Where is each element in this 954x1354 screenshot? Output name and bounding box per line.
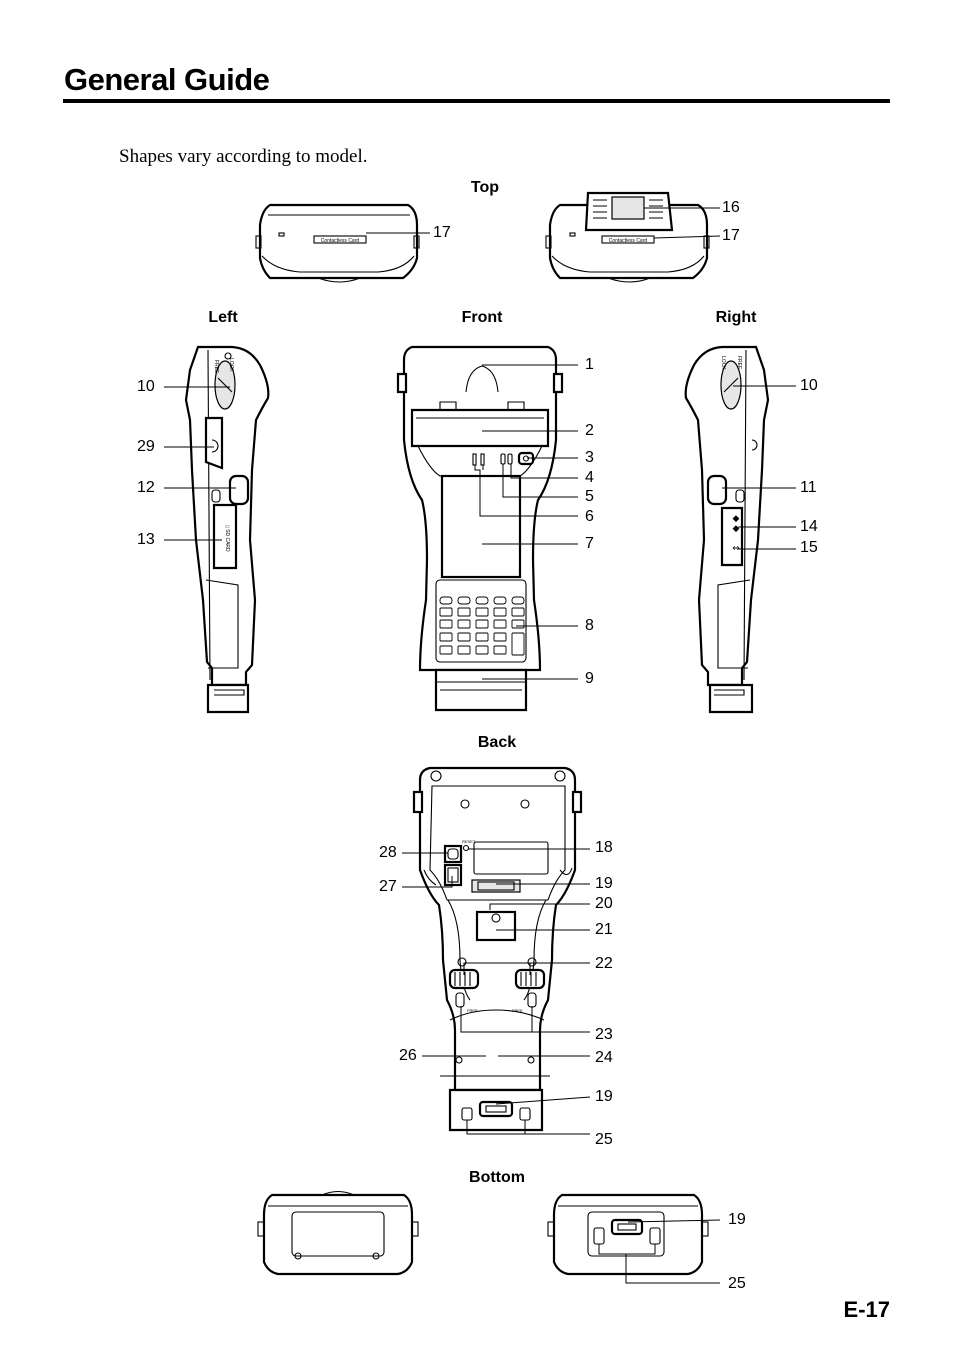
callout-top-17b: 17 bbox=[722, 227, 740, 244]
svg-text:▯ SD CARD: ▯ SD CARD bbox=[224, 525, 230, 552]
callout-top-16: 16 bbox=[722, 199, 740, 216]
left-side-view: FREE LOCK ▯ SD CARD bbox=[184, 345, 270, 714]
callout-front-3: 3 bbox=[585, 449, 594, 466]
callout-right-15: 15 bbox=[800, 539, 818, 556]
callout-back-26: 26 bbox=[399, 1047, 417, 1064]
callout-back-20: 20 bbox=[595, 895, 613, 912]
callout-back-27: 27 bbox=[379, 878, 397, 895]
free-marking-left: FREE bbox=[213, 360, 219, 374]
callout-front-2: 2 bbox=[585, 422, 594, 439]
callout-right-10: 10 bbox=[800, 377, 818, 394]
card-marking-top-left: Contactless Card bbox=[321, 238, 360, 244]
callout-back-23: 23 bbox=[595, 1026, 613, 1043]
callout-front-7: 7 bbox=[585, 535, 594, 552]
top-view-right: Contactless Card bbox=[545, 191, 710, 283]
lock-marking-left: LOCK bbox=[228, 358, 234, 372]
callout-bottom-19: 19 bbox=[728, 1211, 746, 1228]
top-view-left: Contactless Card bbox=[255, 203, 420, 283]
callout-back-19b: 19 bbox=[595, 1088, 613, 1105]
view-label-top: Top bbox=[470, 179, 500, 196]
callout-left-12: 12 bbox=[137, 479, 155, 496]
callout-front-6: 6 bbox=[585, 508, 594, 525]
callout-back-28: 28 bbox=[379, 844, 397, 861]
free-marking-back-right: FREE bbox=[512, 1008, 523, 1013]
free-marking-back-left: FREE bbox=[467, 1008, 478, 1013]
view-label-back: Back bbox=[477, 734, 517, 751]
front-view bbox=[396, 345, 564, 712]
callout-top-17: 17 bbox=[433, 224, 451, 241]
view-label-left: Left bbox=[208, 309, 238, 326]
bottom-view-left bbox=[257, 1190, 419, 1276]
view-label-right: Right bbox=[715, 309, 757, 326]
title-rule bbox=[63, 99, 890, 103]
bottom-view-right bbox=[547, 1193, 709, 1276]
page-number: E-17 bbox=[843, 1297, 890, 1322]
callout-front-5: 5 bbox=[585, 488, 594, 505]
callout-front-9: 9 bbox=[585, 670, 594, 687]
callout-back-25: 25 bbox=[595, 1131, 613, 1148]
reset-marking: RESET bbox=[462, 839, 476, 844]
callout-back-19: 19 bbox=[595, 875, 613, 892]
view-label-bottom: Bottom bbox=[469, 1169, 525, 1186]
svg-text:◆: ◆ bbox=[733, 514, 740, 524]
view-label-front: Front bbox=[461, 309, 503, 326]
callout-right-11: 11 bbox=[800, 479, 817, 496]
svg-text:⇔: ⇔ bbox=[732, 544, 740, 554]
callout-back-22: 22 bbox=[595, 955, 613, 972]
callout-left-13: 13 bbox=[137, 531, 155, 548]
right-side-view: LOCK FREE ◆ ◆ ⇔ bbox=[684, 345, 770, 714]
card-marking-top-right: Contactless Card bbox=[609, 238, 648, 244]
svg-text:◆: ◆ bbox=[733, 524, 740, 534]
callout-front-8: 8 bbox=[585, 617, 594, 634]
callout-front-1: 1 bbox=[585, 356, 594, 373]
leader-lines bbox=[164, 207, 796, 1284]
free-marking-right: FREE bbox=[736, 356, 742, 370]
callout-front-4: 4 bbox=[585, 469, 594, 486]
callout-back-24: 24 bbox=[595, 1049, 613, 1066]
callout-back-18: 18 bbox=[595, 839, 613, 856]
callout-left-10: 10 bbox=[137, 378, 155, 395]
page-subtitle: Shapes vary according to model. bbox=[119, 146, 368, 167]
lock-marking-right: LOCK bbox=[720, 356, 726, 370]
back-view: RESET FREE FREE bbox=[412, 766, 583, 1132]
keypad bbox=[439, 596, 525, 656]
callout-left-29: 29 bbox=[137, 438, 155, 455]
page-title: General Guide bbox=[64, 62, 270, 97]
callout-right-14: 14 bbox=[800, 518, 818, 535]
callout-back-21: 21 bbox=[595, 921, 613, 938]
callout-bottom-25: 25 bbox=[728, 1275, 746, 1292]
